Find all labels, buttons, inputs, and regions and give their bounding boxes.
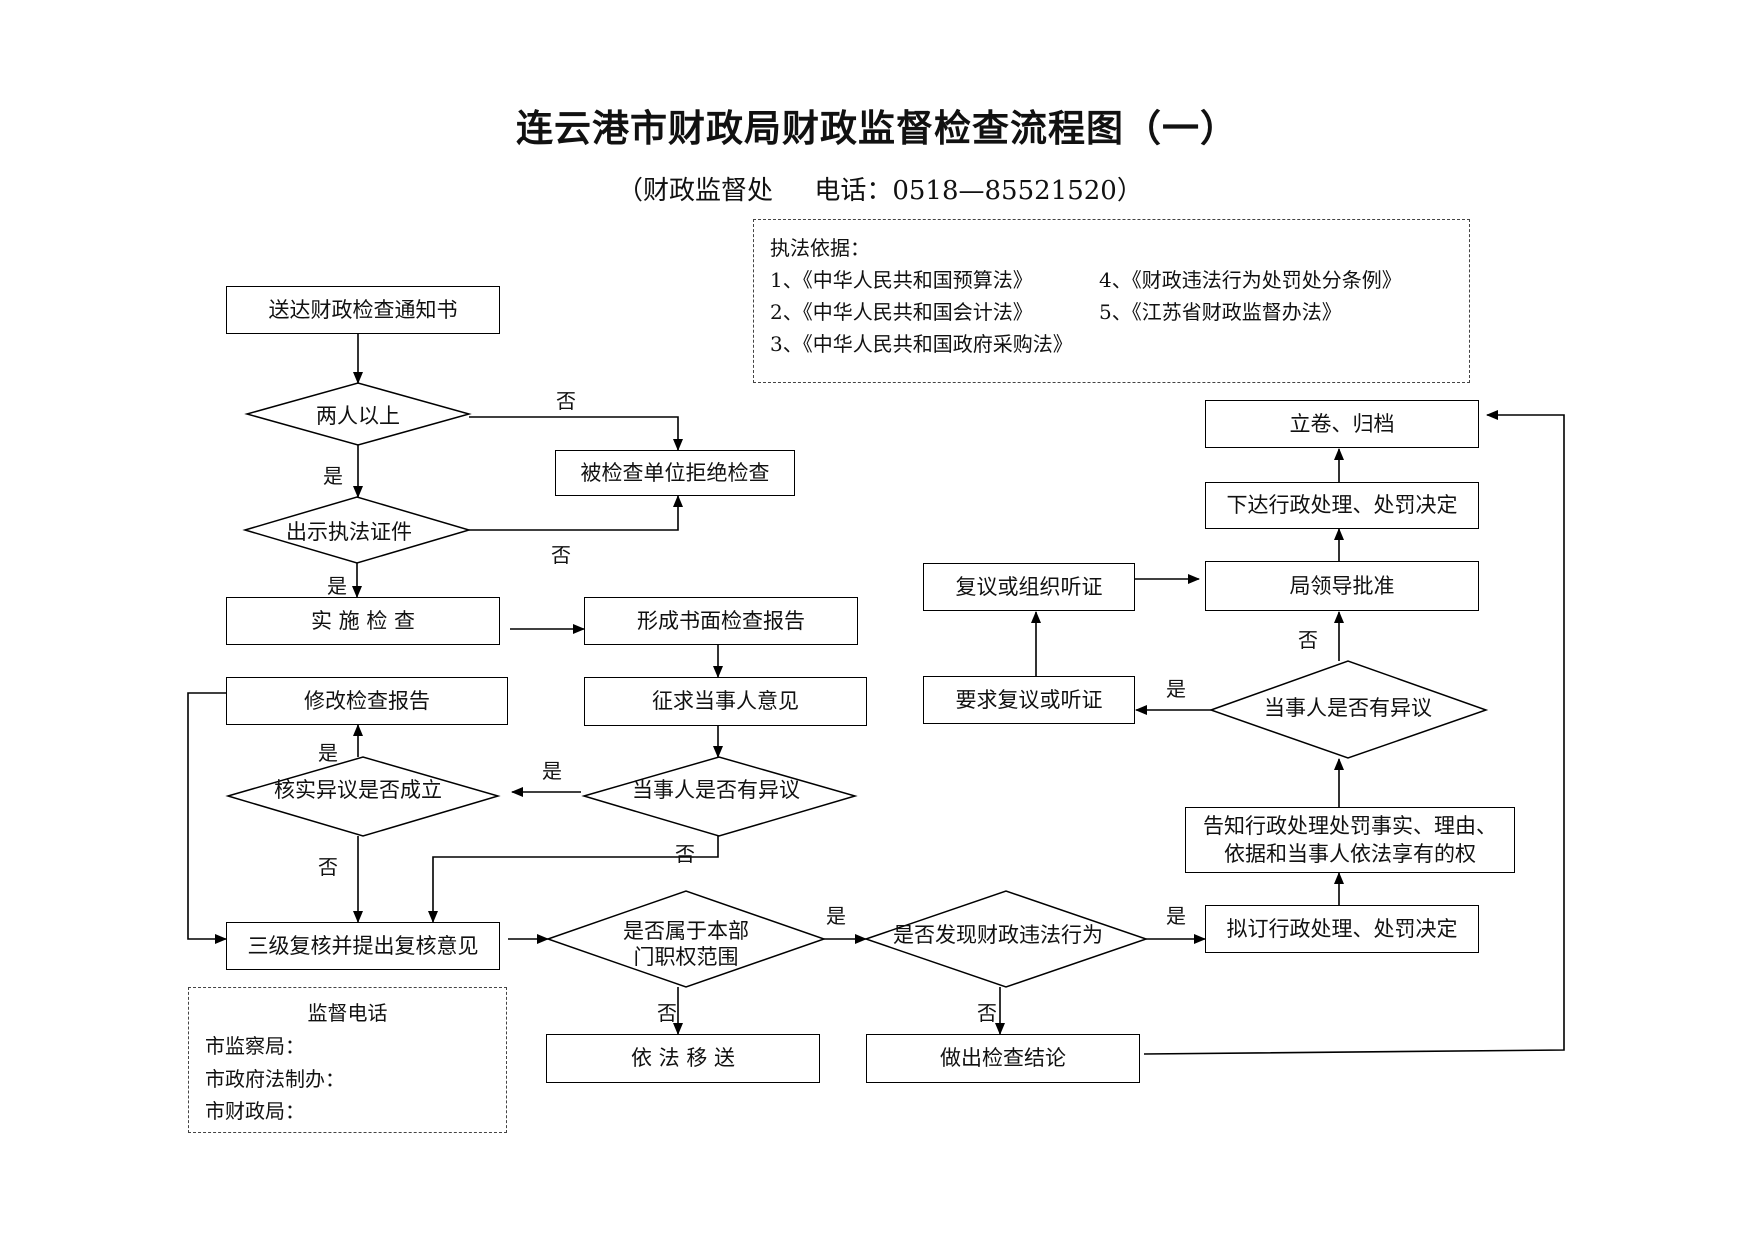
step-archive: 立卷、归档 [1205,400,1479,448]
step-review: 三级复核并提出复核意见 [226,922,500,970]
label-yes: 是 [318,741,338,765]
law-basis-panel: 执法依据： 1、《中华人民共和国预算法》 2、《中华人民共和国会计法》 3、《中… [753,219,1470,383]
step-conclusion: 做出检查结论 [866,1034,1140,1083]
label-yes: 是 [1166,677,1186,701]
supervision-phone-panel: 监督电话 市监察局： 市政府法制办： 市财政局： [188,987,507,1133]
label-no: 否 [551,543,571,567]
law-item: 2、《中华人民共和国会计法》 [770,300,1033,324]
page-subtitle: （财政监督处 电话：0518—85521520） [617,176,1143,206]
label-no: 否 [1298,628,1318,652]
supervision-line: 市财政局： [205,1099,305,1123]
supervision-line: 市监察局： [205,1034,305,1058]
label-yes: 是 [323,464,343,488]
step-implement: 实 施 检 查 [226,597,500,645]
decision-scope-label-2: 门职权范围 [633,944,739,969]
step-modify: 修改检查报告 [226,677,508,725]
step-report: 形成书面检查报告 [584,597,858,645]
law-item: 5、《江苏省财政监督办法》 [1099,300,1342,324]
supervision-line: 市政府法制办： [205,1067,345,1091]
label-no: 否 [675,842,695,866]
decision-objection-right [1208,660,1489,759]
law-item: 4、《财政违法行为处罚处分条例》 [1099,268,1402,292]
step-approve: 局领导批准 [1205,561,1479,611]
decision-violation-label: 是否发现财政违法行为 [893,922,1103,947]
decision-two-people [244,382,472,446]
law-basis-heading: 执法依据： [770,236,870,260]
decision-verify [225,756,501,837]
label-yes: 是 [1166,904,1186,928]
decision-objection-left [581,756,858,837]
label-yes: 是 [542,759,562,783]
step-hearing: 复议或组织听证 [923,563,1135,611]
decision-scope-label-1: 是否属于本部 [623,918,749,943]
step-inform: 告知行政处理处罚事实、理由、依据和当事人依法享有的权 [1185,807,1515,873]
step-notice: 送达财政检查通知书 [226,286,500,334]
decision-two-people-label: 两人以上 [316,403,400,428]
step-transfer: 依 法 移 送 [546,1034,820,1083]
decision-show-cert-label: 出示执法证件 [286,519,412,544]
step-issue: 下达行政处理、处罚决定 [1205,482,1479,529]
label-yes: 是 [826,904,846,928]
law-item: 3、《中华人民共和国政府采购法》 [770,332,1073,356]
page-title: 连云港市财政局财政监督检查流程图（一） [516,107,1238,150]
decision-objection-left-label: 当事人是否有异议 [632,777,800,802]
label-no: 否 [318,855,338,879]
label-yes: 是 [327,574,347,598]
step-solicit: 征求当事人意见 [584,677,867,726]
step-refuse: 被检查单位拒绝检查 [555,450,795,496]
supervision-heading: 监督电话 [307,1001,388,1025]
decision-objection-right-label: 当事人是否有异议 [1264,695,1432,720]
law-item: 1、《中华人民共和国预算法》 [770,268,1033,292]
decision-verify-label: 核实异议是否成立 [274,777,442,802]
label-no: 否 [657,1001,677,1025]
step-request-hearing: 要求复议或听证 [923,676,1135,724]
label-no: 否 [556,389,576,413]
label-no: 否 [977,1001,997,1025]
step-draft: 拟订行政处理、处罚决定 [1205,905,1479,953]
